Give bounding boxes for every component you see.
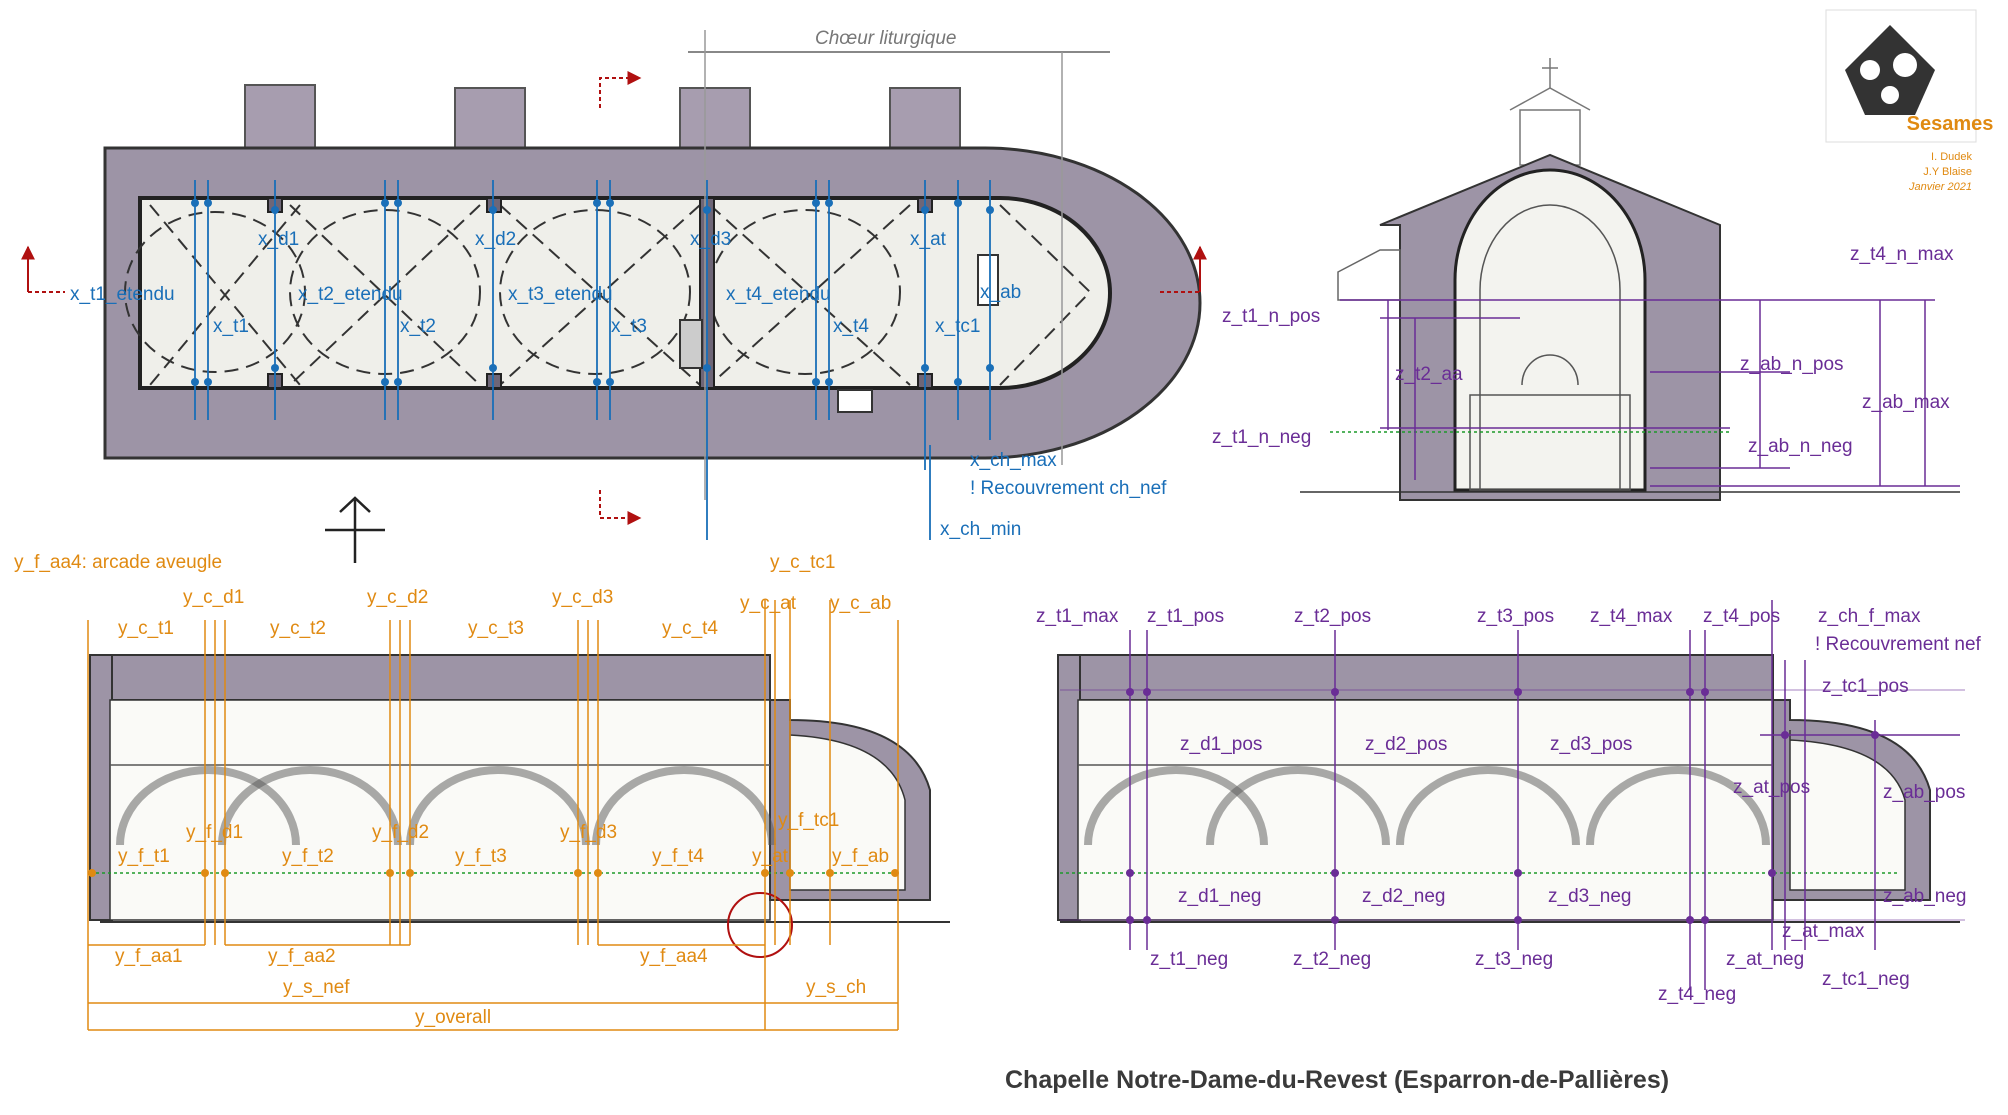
z-t1-n-neg-label: z_t1_n_neg xyxy=(1212,427,1311,448)
z-t4-n-max-label: z_t4_n_max xyxy=(1850,244,1954,265)
x-ch-min-label: x_ch_min xyxy=(940,519,1021,540)
y-f-aa4-label: y_f_aa4 xyxy=(640,946,708,967)
y-overall-label: y_overall xyxy=(415,1007,491,1028)
z-t1-pos-label: z_t1_pos xyxy=(1147,606,1224,627)
z-t2-aa-label: z_t2_aa xyxy=(1395,364,1463,385)
z-t3-pos-label: z_t3_pos xyxy=(1477,606,1554,627)
north-arrow-icon xyxy=(325,496,385,563)
y-f-d1-label: y_f_d1 xyxy=(186,822,243,843)
z-ab-neg-label: z_ab_neg xyxy=(1883,886,1966,907)
z-at-pos-label: z_at_pos xyxy=(1733,777,1810,798)
long-section-labels: y_f_aa4: arcade aveugle y_c_tc1 y_c_d1 y… xyxy=(14,552,891,1028)
cross-section-labels: z_t4_n_max z_t1_n_pos z_t2_aa z_ab_n_pos… xyxy=(1212,244,1954,457)
z-t4-neg-label: z_t4_neg xyxy=(1658,984,1736,1005)
x-ch-max-label: x_ch_max xyxy=(970,450,1057,471)
x-at-label: x_at xyxy=(910,229,947,250)
y-s-ch-label: y_s_ch xyxy=(806,977,866,998)
y-f-tc1-label: y_f_tc1 xyxy=(778,810,839,831)
y-c-at-label: y_c_at xyxy=(740,593,797,614)
y-f-t2-label: y_f_t2 xyxy=(282,846,334,867)
long-section-drawing xyxy=(87,600,950,1031)
z-t1-n-pos-label: z_t1_n_pos xyxy=(1222,306,1320,327)
y-c-t1-label: y_c_t1 xyxy=(118,618,174,639)
x-tc1-label: x_tc1 xyxy=(935,316,980,337)
y-f-t3-label: y_f_t3 xyxy=(455,846,507,867)
x-d1-label: x_d1 xyxy=(258,229,299,250)
y-f-aa2-label: y_f_aa2 xyxy=(268,946,336,967)
plan-drawing xyxy=(21,30,1207,563)
z-ab-n-neg-label: z_ab_n_neg xyxy=(1748,436,1853,457)
z-t1-neg-label: z_t1_neg xyxy=(1150,949,1228,970)
credits: I. Dudek J.Y Blaise Janvier 2021 xyxy=(1908,151,1972,193)
z-t2-neg-label: z_t2_neg xyxy=(1293,949,1371,970)
z-at-neg-label: z_at_neg xyxy=(1726,949,1804,970)
y-f-aa4-note: y_f_aa4: arcade aveugle xyxy=(14,552,222,573)
y-c-ab-label: y_c_ab xyxy=(830,593,891,614)
z-t3-neg-label: z_t3_neg xyxy=(1475,949,1553,970)
logo-text: Sesames xyxy=(1907,113,1994,135)
y-c-t3-label: y_c_t3 xyxy=(468,618,524,639)
y-s-nef-label: y_s_nef xyxy=(283,977,350,998)
x-d3-label: x_d3 xyxy=(690,229,731,250)
z-ab-pos-label: z_ab_pos xyxy=(1883,782,1965,803)
z-ab-n-pos-label: z_ab_n_pos xyxy=(1740,354,1844,375)
x-t4-etendu-label: x_t4_etendu xyxy=(726,284,831,305)
z-t1-max-label: z_t1_max xyxy=(1036,606,1119,627)
z-d2-neg-label: z_d2_neg xyxy=(1362,886,1445,907)
height-section-drawing xyxy=(1057,600,1965,990)
recouvrement-nef-label: ! Recouvrement nef xyxy=(1815,634,1982,655)
sesames-logo: Sesames xyxy=(1825,9,1994,143)
y-f-d2-label: y_f_d2 xyxy=(372,822,429,843)
z-tc1-pos-label: z_tc1_pos xyxy=(1822,676,1909,697)
z-d3-neg-label: z_d3_neg xyxy=(1548,886,1631,907)
x-ab-label: x_ab xyxy=(980,282,1021,303)
y-f-ab-label: y_f_ab xyxy=(832,846,889,867)
y-c-d1-label: y_c_d1 xyxy=(183,587,244,608)
y-f-d3-label: y_f_d3 xyxy=(560,822,617,843)
credit-date: Janvier 2021 xyxy=(1908,181,1972,193)
z-d2-pos-label: z_d2_pos xyxy=(1365,734,1447,755)
z-tc1-neg-label: z_tc1_neg xyxy=(1822,969,1910,990)
z-ab-max-label: z_ab_max xyxy=(1862,392,1950,413)
z-ch-f-max-label: z_ch_f_max xyxy=(1818,606,1921,627)
credit-author-2: J.Y Blaise xyxy=(1923,166,1972,178)
x-t3-label: x_t3 xyxy=(611,316,647,337)
z-t4-pos-label: z_t4_pos xyxy=(1703,606,1780,627)
y-c-tc1-label: y_c_tc1 xyxy=(770,552,835,573)
z-t4-max-label: z_t4_max xyxy=(1590,606,1673,627)
cross-section-drawing xyxy=(1300,58,1960,501)
z-d3-pos-label: z_d3_pos xyxy=(1550,734,1632,755)
y-c-t4-label: y_c_t4 xyxy=(662,618,718,639)
y-f-aa1-label: y_f_aa1 xyxy=(115,946,183,967)
height-section-labels: z_t1_max z_t1_pos z_t2_pos z_t3_pos z_t4… xyxy=(1036,606,1982,1005)
y-c-d2-label: y_c_d2 xyxy=(367,587,428,608)
z-at-max-label: z_at_max xyxy=(1782,921,1865,942)
credit-author-1: I. Dudek xyxy=(1931,151,1972,163)
page-title: Chapelle Notre-Dame-du-Revest (Esparron-… xyxy=(1005,1066,1670,1094)
z-d1-neg-label: z_d1_neg xyxy=(1178,886,1261,907)
plan-labels: x_t1_etendu x_t1 x_d1 x_t2_etendu x_t2 x… xyxy=(70,229,1167,540)
y-f-t1-label: y_f_t1 xyxy=(118,846,170,867)
choeur-liturgique-label: Chœur liturgique xyxy=(815,28,957,49)
y-at-label: y_at xyxy=(752,846,789,867)
x-t1-label: x_t1 xyxy=(213,316,249,337)
x-t4-label: x_t4 xyxy=(833,316,869,337)
z-t2-pos-label: z_t2_pos xyxy=(1294,606,1371,627)
x-d2-label: x_d2 xyxy=(475,229,516,250)
recouvrement-ch-nef-label: ! Recouvrement ch_nef xyxy=(970,478,1167,499)
z-d1-pos-label: z_d1_pos xyxy=(1180,734,1262,755)
y-c-d3-label: y_c_d3 xyxy=(552,587,613,608)
y-f-t4-label: y_f_t4 xyxy=(652,846,704,867)
x-t1-etendu-label: x_t1_etendu xyxy=(70,284,175,305)
x-t2-label: x_t2 xyxy=(400,316,436,337)
x-t2-etendu-label: x_t2_etendu xyxy=(298,284,403,305)
x-t3-etendu-label: x_t3_etendu xyxy=(508,284,613,305)
y-c-t2-label: y_c_t2 xyxy=(270,618,326,639)
